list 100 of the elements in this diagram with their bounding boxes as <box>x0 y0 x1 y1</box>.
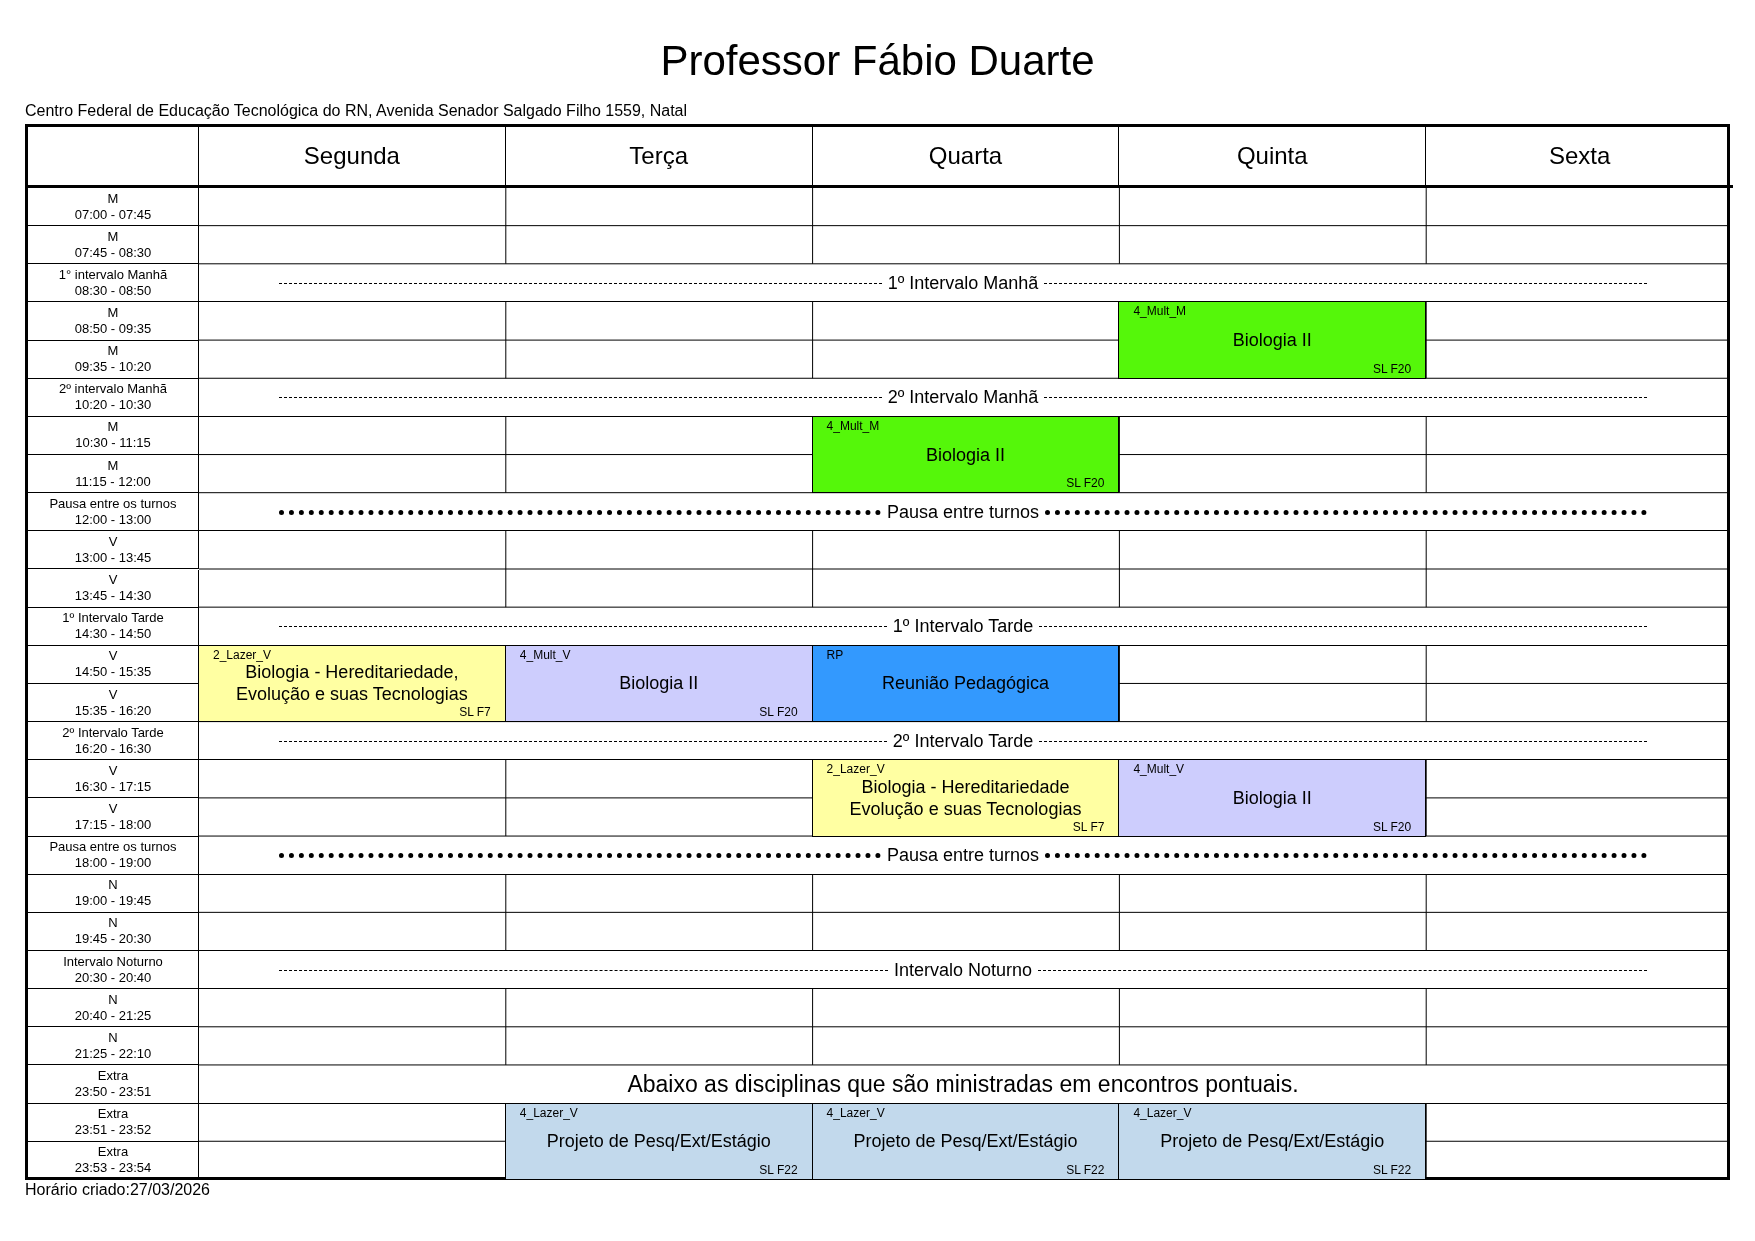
time-range: 18:00 - 19:00 <box>73 855 153 872</box>
time-range: 14:30 - 14:50 <box>73 626 153 643</box>
class-code: 4_Lazer_V <box>1133 1105 1192 1120</box>
address-text: Centro Federal de Educação Tecnológica do RN, Avenida Senador Salgado Filho 1559, Natal <box>25 101 688 120</box>
creation-date: Horário criado:27/03/2026 <box>25 1180 210 1199</box>
class-code: 4_Lazer_V <box>519 1105 578 1120</box>
break-label: Pausa entre turnos <box>885 501 1041 523</box>
shift-label: V <box>107 572 119 589</box>
time-range: 16:30 - 17:15 <box>73 778 153 795</box>
time-range: 16:20 - 16:30 <box>73 740 153 757</box>
shift-label: V <box>107 533 119 550</box>
time-range: 19:00 - 19:45 <box>73 893 153 910</box>
shift-label: M <box>106 190 120 207</box>
room-code: SL F22 <box>1066 1162 1105 1177</box>
lesson-block <box>1118 759 1427 837</box>
shift-label: Intervalo Noturno <box>62 953 164 970</box>
shift-label: 1° intervalo Manhã <box>57 266 169 283</box>
shift-label: Pausa entre os turnos <box>48 495 178 512</box>
room-code: SL F20 <box>1066 476 1105 491</box>
shift-label: N <box>107 991 119 1008</box>
day-header: Quarta <box>928 142 1003 170</box>
time-range: 20:30 - 20:40 <box>73 969 153 986</box>
time-range: 07:00 - 07:45 <box>73 206 153 223</box>
time-range: 07:45 - 08:30 <box>73 244 153 261</box>
subject-name: Biologia II <box>1231 786 1313 809</box>
lesson-block <box>504 1102 813 1180</box>
break-label: Intervalo Noturno <box>892 959 1034 981</box>
room-code: SL F22 <box>1372 1162 1412 1177</box>
room-code: SL F20 <box>759 705 798 720</box>
break-label: 1º Intervalo Tarde <box>891 616 1035 638</box>
time-range: 10:30 - 11:15 <box>74 435 152 452</box>
room-code: SL F7 <box>459 705 491 720</box>
shift-label: M <box>106 457 120 474</box>
notice-text: Abaixo as disciplinas que são ministradas em encontros pontuais. <box>626 1071 1300 1098</box>
day-header: Segunda <box>303 142 400 170</box>
shift-label: V <box>107 800 119 817</box>
subject-name: Biologia - Hereditariedade, Evolução e suas Tecnologias <box>235 662 469 706</box>
room-code: SL F20 <box>1372 819 1412 834</box>
time-range: 09:35 - 10:20 <box>73 359 153 376</box>
time-range: 11:15 - 12:00 <box>74 473 152 490</box>
shift-label: 2º Intervalo Tarde <box>61 724 165 741</box>
time-range: 12:00 - 13:00 <box>73 511 153 528</box>
lesson-block <box>1118 301 1427 379</box>
subject-name: Projeto de Pesq/Ext/Estágio <box>545 1130 772 1153</box>
subject-name: Biologia - Hereditariedade Evolução e suas Tecnologias <box>848 776 1083 820</box>
break-label: 1º Intervalo Manhã <box>886 272 1040 294</box>
break-label: 2º Intervalo Tarde <box>891 730 1035 752</box>
lesson-block <box>811 644 1120 723</box>
shift-label: M <box>106 419 120 436</box>
day-header: Terça <box>629 142 689 170</box>
class-code: 2_Lazer_V <box>826 762 885 777</box>
time-range: 19:45 - 20:30 <box>73 931 153 948</box>
day-header: Quinta <box>1236 142 1308 170</box>
shift-label: N <box>107 877 119 894</box>
shift-label: V <box>107 762 119 779</box>
time-range: 14:50 - 15:35 <box>73 664 153 681</box>
subject-name: Reunião Pedagógica <box>880 672 1051 695</box>
subject-name: Biologia II <box>924 443 1006 466</box>
room-code: SL F22 <box>759 1162 798 1177</box>
time-range: 23:53 - 23:54 <box>73 1160 153 1177</box>
time-range: 15:35 - 16:20 <box>73 702 153 719</box>
time-range: 13:45 - 14:30 <box>73 588 153 605</box>
class-code: 4_Mult_M <box>826 418 880 433</box>
lesson-block <box>1118 1102 1427 1180</box>
time-range: 23:50 - 23:51 <box>73 1084 153 1100</box>
time-range: 20:40 - 21:25 <box>73 1007 153 1024</box>
shift-label: Extra <box>96 1106 130 1123</box>
class-code: 4_Mult_V <box>519 647 571 662</box>
lesson-block <box>811 1102 1120 1180</box>
time-range: 17:15 - 18:00 <box>73 816 153 833</box>
shift-label: V <box>107 686 119 703</box>
lesson-block <box>504 644 813 723</box>
class-code: 4_Mult_M <box>1133 304 1187 319</box>
time-range: 21:25 - 22:10 <box>73 1045 153 1062</box>
class-code: 2_Lazer_V <box>213 647 272 662</box>
time-range: 08:30 - 08:50 <box>73 282 153 299</box>
shift-label: Extra <box>96 1068 130 1084</box>
time-range: 13:00 - 13:45 <box>73 549 153 566</box>
subject-name: Projeto de Pesq/Ext/Estágio <box>1159 1130 1386 1153</box>
day-header: Sexta <box>1548 142 1611 170</box>
shift-label: 1º Intervalo Tarde <box>61 610 165 627</box>
class-code: RP <box>826 647 844 662</box>
shift-label: M <box>106 305 120 321</box>
room-code: SL F20 <box>1372 361 1412 376</box>
shift-label: V <box>107 648 119 665</box>
shift-label: Extra <box>96 1144 130 1161</box>
shift-label: N <box>107 1029 119 1046</box>
subject-name: Biologia II <box>618 672 700 695</box>
subject-name: Biologia II <box>1231 329 1313 352</box>
shift-label: M <box>106 343 120 360</box>
time-range: 08:50 - 09:35 <box>73 321 153 337</box>
lesson-block <box>811 759 1120 837</box>
class-code: 4_Mult_V <box>1133 762 1185 777</box>
lesson-block <box>198 644 506 723</box>
page-title: Professor Fábio Duarte <box>659 36 1096 86</box>
shift-label: Pausa entre os turnos <box>48 839 178 856</box>
lesson-block <box>811 415 1120 494</box>
shift-label: 2º intervalo Manhã <box>57 381 169 398</box>
class-code: 4_Lazer_V <box>826 1105 885 1120</box>
break-label: 2º Intervalo Manhã <box>886 387 1040 409</box>
